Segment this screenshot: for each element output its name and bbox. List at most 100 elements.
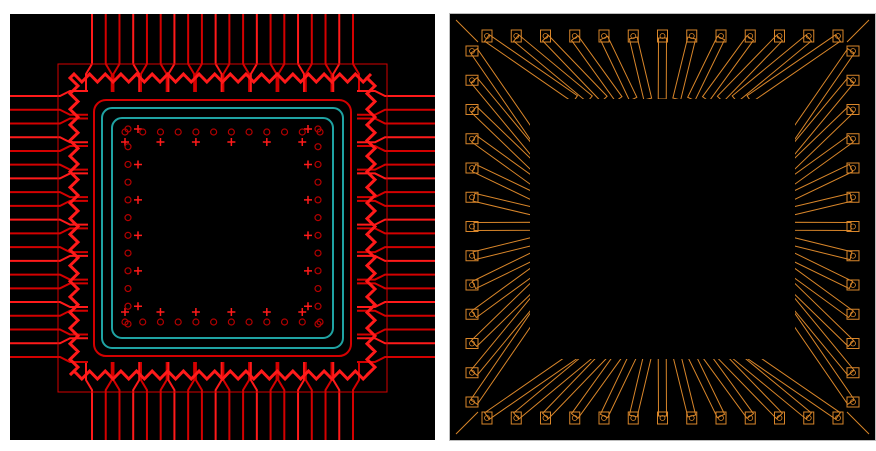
top-trace: [269, 14, 278, 92]
right-trace: [357, 246, 435, 254]
pin-pad-top: [686, 29, 698, 43]
right-trace: [357, 227, 435, 235]
left-trace: [10, 282, 88, 290]
top-trace: [132, 14, 141, 92]
outer-boundary: [57, 63, 388, 393]
via: [314, 267, 322, 275]
lead-right: [788, 236, 853, 261]
ring-trace-outer: [93, 99, 352, 357]
pin-pad-top: [715, 29, 727, 43]
lead-bottom: [657, 354, 668, 417]
via: [124, 143, 132, 151]
via: [124, 125, 132, 133]
pin-pad-left: [465, 133, 479, 145]
pin-via-left: [469, 135, 475, 142]
lead-top: [672, 36, 697, 101]
via: [124, 196, 132, 204]
pin-pad-right: [846, 221, 860, 232]
pin-via-top: [484, 33, 490, 39]
right-trace: [357, 191, 435, 199]
pin-pad-left: [465, 396, 479, 408]
pin-pad-left: [465, 338, 479, 349]
bottom-trace: [304, 362, 313, 440]
via: [210, 318, 218, 326]
pin-via-bottom: [776, 415, 783, 421]
lead-bottom: [672, 353, 697, 418]
right-trace: [357, 144, 435, 152]
pin-via-left: [469, 252, 475, 259]
pin-via-right: [850, 77, 856, 84]
pin-pad-right: [846, 338, 860, 349]
lead-right: [789, 221, 852, 232]
top-trace: [332, 14, 341, 92]
pin-pad-right: [846, 133, 860, 145]
bond-pad: [156, 308, 165, 316]
pin-via-top: [688, 33, 695, 39]
via: [314, 196, 322, 204]
bottom-trace: [112, 362, 121, 440]
pin-via-left: [469, 48, 475, 54]
routing-band: [67, 71, 378, 382]
pin-via-bottom: [805, 415, 812, 421]
left-trace: [10, 309, 88, 317]
via: [124, 284, 132, 293]
bottom-trace: [85, 362, 93, 440]
via: [263, 318, 271, 326]
pin-pad-right: [846, 45, 860, 57]
pin-pad-bottom: [569, 411, 581, 425]
top-trace: [297, 14, 306, 92]
pin-via-top: [659, 33, 666, 39]
via: [263, 128, 271, 136]
left-trace: [10, 117, 88, 125]
pin-pad-top: [803, 29, 815, 43]
bond-pad: [262, 308, 271, 316]
bond-pad: [121, 138, 129, 146]
pin-pad-top: [832, 29, 844, 43]
pin-via-top: [805, 33, 812, 39]
pin-pad-left: [465, 279, 479, 291]
pin-pad-bottom: [510, 411, 522, 425]
pin-pad-bottom: [803, 411, 815, 425]
pin-pad-right: [846, 250, 860, 262]
pin-pad-bottom: [715, 411, 727, 425]
right-trace: [357, 282, 435, 290]
bond-pad: [227, 138, 236, 146]
pin-via-right: [850, 340, 856, 347]
pin-pad-right: [846, 308, 860, 320]
pin-via-bottom: [484, 415, 490, 421]
via: [316, 318, 324, 326]
tie-bar: [846, 411, 870, 435]
right-trace: [357, 199, 435, 207]
pin-via-right: [850, 165, 856, 171]
via: [245, 318, 253, 326]
bottom-trace: [194, 362, 203, 440]
via: [227, 318, 235, 326]
pin-pad-left: [465, 45, 479, 57]
pin-pad-top: [657, 29, 668, 43]
bond-pad: [134, 125, 142, 133]
bottom-trace: [214, 362, 223, 440]
lead-bottom: [628, 353, 653, 418]
right-trace: [357, 136, 435, 144]
pin-via-top: [513, 33, 520, 39]
leadframe-layout-view: [449, 13, 876, 441]
pin-pad-bottom: [744, 411, 756, 425]
tie-bar: [455, 411, 479, 435]
pin-pad-top: [598, 29, 610, 43]
via: [192, 128, 200, 136]
pin-via-left: [469, 282, 475, 288]
left-trace: [10, 144, 88, 152]
via: [174, 128, 182, 136]
bottom-trace: [132, 362, 141, 440]
top-trace: [352, 14, 360, 92]
pin-via-right: [850, 194, 856, 201]
pin-via-left: [469, 194, 475, 201]
via: [314, 302, 322, 310]
left-trace: [10, 246, 88, 254]
lead-top: [628, 36, 653, 101]
pin-via-left: [469, 340, 475, 347]
via: [156, 128, 165, 136]
bond-pad: [262, 138, 271, 146]
pin-via-top: [630, 33, 637, 39]
top-trace: [139, 14, 148, 92]
